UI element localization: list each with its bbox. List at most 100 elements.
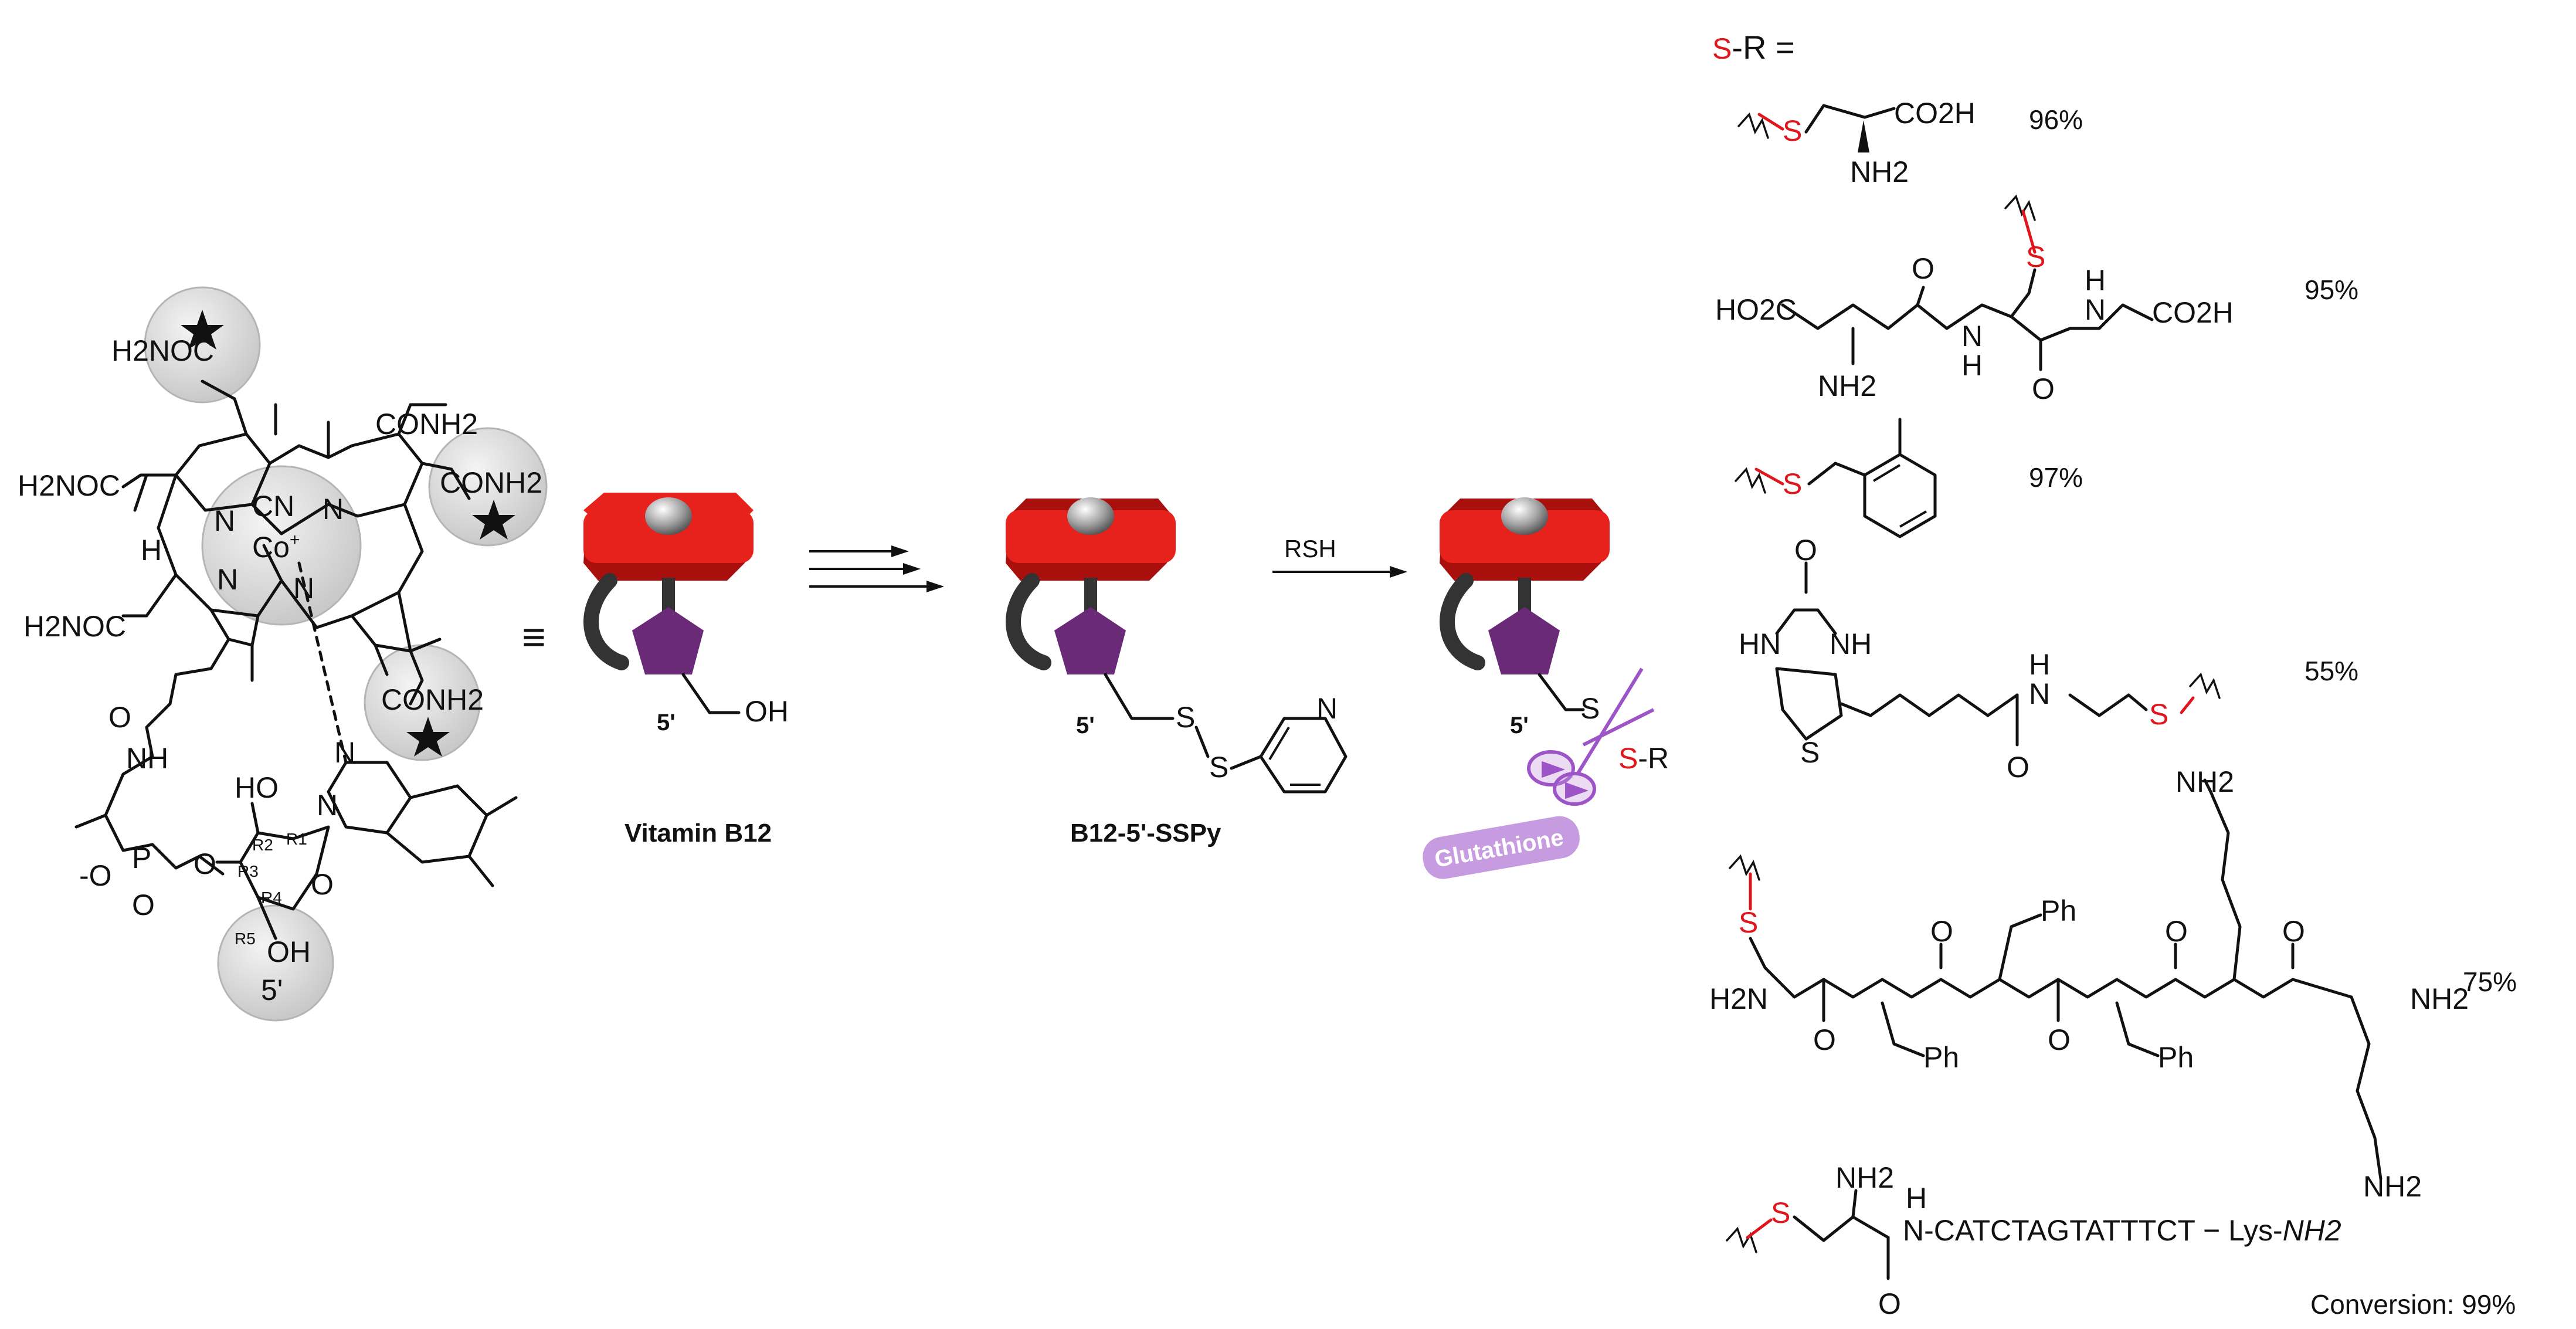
- amide-nh-label: NH: [126, 742, 168, 775]
- peptide-nh2: NH2: [2363, 1170, 2422, 1203]
- peptide-o: O: [2048, 1023, 2071, 1056]
- cobalt-label: Co+: [252, 530, 300, 564]
- gsh-h: H: [2085, 264, 2106, 297]
- highlight-sphere: [428, 427, 548, 547]
- biotin-o: O: [1794, 534, 1817, 567]
- r-label: R1: [286, 830, 307, 848]
- pna-h: H: [1906, 1182, 1927, 1215]
- ribose-ho: HO: [235, 771, 279, 804]
- cbl-label: H2NOC: [18, 469, 120, 502]
- cys-amine: NH2: [1850, 155, 1909, 188]
- cys-s: S: [1783, 114, 1802, 147]
- pna-o: O: [1878, 1287, 1901, 1320]
- bzim-n: N: [317, 789, 338, 822]
- ribose-pentagon: [632, 607, 704, 674]
- conversion-label: Conversion: 99%: [2310, 1289, 2516, 1320]
- glutathione-tag: Glutathione: [1423, 816, 1580, 879]
- sulfur-label: S: [1580, 692, 1600, 725]
- r-label: R3: [237, 862, 259, 880]
- r-label: R4: [261, 889, 282, 907]
- h-label: H: [141, 534, 162, 567]
- star-icon: [406, 717, 450, 757]
- thiol-entry-pna: S NH2 H O N-CATCTAGTATTTCT − Lys-NH2 Con…: [1726, 1161, 2516, 1320]
- thiol-yield: 97%: [2029, 462, 2083, 493]
- peptide-h2n: H2N: [1709, 982, 1768, 1015]
- biotin-n: N: [2029, 677, 2050, 710]
- vitamin-b12-cartoon: 5' OH Vitamin B12: [583, 493, 789, 847]
- peptide-ph: Ph: [2158, 1041, 2194, 1074]
- ring-n-label: N: [323, 493, 344, 526]
- peptide-o: O: [1813, 1023, 1836, 1056]
- glutathione-cleavage-cartoon: 5' S S-R Glutathione: [1423, 497, 1669, 879]
- pna-chain: N-CATCTAGTATTTCT − Lys-NH2: [1903, 1214, 2341, 1247]
- cbl-label: H2NOC: [111, 334, 214, 367]
- r-label: R5: [235, 930, 256, 948]
- thiol-yield: 96%: [2029, 104, 2083, 135]
- star-icon: [181, 310, 224, 350]
- gsh-o: O: [1912, 252, 1934, 285]
- ribose-pentagon: [1054, 607, 1126, 674]
- b12-sspy-caption: B12-5'-SSPy: [1070, 819, 1221, 847]
- gsh-acid-left: HO2C: [1715, 293, 1797, 326]
- thiol-entry-peptide: S H2N Ph Ph Ph NH2 NH2 NH2 O O O O O 75%: [1709, 765, 2517, 1203]
- peptide-o: O: [2165, 915, 2188, 948]
- highlight-sphere: [217, 904, 334, 1022]
- scissors-icon: [1527, 667, 1655, 806]
- thiol-entry-glutathione: S HO2C CO2H NH2 N H N H O O 95%: [1715, 194, 2358, 405]
- cbl-label: H2NOC: [23, 610, 126, 643]
- sulfur-label: S: [1176, 701, 1195, 734]
- gsh-n: N: [2085, 293, 2106, 326]
- r-label: R2: [252, 836, 273, 854]
- peptide-o: O: [1930, 915, 1953, 948]
- thiol-yield: 75%: [2463, 967, 2517, 997]
- peptide-nh2: NH2: [2410, 982, 2469, 1015]
- thiol-table: S-R = S CO2H NH2 96% S HO2C CO2H NH2 N: [1709, 29, 2517, 1320]
- biotin-hn: HN: [1739, 628, 1781, 660]
- b12-sspy-cartoon: 5' S S N B12-5'-SSPy: [1006, 497, 1348, 847]
- five-prime-label: 5': [657, 710, 676, 735]
- ribose-oh: OH: [267, 935, 311, 968]
- five-prime-label: 5': [261, 974, 283, 1006]
- cobalamin-structure: H2NOC H2NOC H2NOC CONH2 CONH2 CONH2 Co+ …: [18, 286, 548, 1022]
- thiol-yield: 95%: [2305, 274, 2358, 305]
- amide-o-label: O: [108, 701, 131, 734]
- gsh-acid-right: CO2H: [2152, 296, 2234, 329]
- sr-label: S-R: [1618, 742, 1669, 775]
- cys-acid: CO2H: [1894, 97, 1976, 130]
- biotin-h: H: [2029, 648, 2050, 681]
- gsh-n: N: [1961, 320, 1983, 352]
- thiol-header: S-R =: [1712, 29, 1795, 66]
- phosphate-o: O: [194, 847, 216, 880]
- gsh-h: H: [1961, 349, 1983, 382]
- five-prime-label: 5': [1510, 713, 1529, 738]
- sulfur-label: S: [1209, 751, 1228, 784]
- cbl-label: CONH2: [375, 408, 478, 440]
- peptide-ph: Ph: [1923, 1041, 1959, 1074]
- phosphate-o-minus: -O: [79, 859, 112, 892]
- thiol-entry-cysteine: S CO2H NH2 96%: [1737, 97, 2083, 188]
- rsh-arrow: RSH: [1272, 535, 1407, 578]
- biotin-o: O: [2007, 751, 2029, 784]
- pyridine-n-label: N: [1316, 692, 1338, 725]
- ring-n-label: N: [214, 504, 235, 537]
- equivalence-sign: ≡: [522, 614, 546, 660]
- pna-nh2: NH2: [1835, 1161, 1894, 1194]
- peptide-ph: Ph: [2041, 894, 2076, 927]
- reagent-label: RSH: [1284, 535, 1336, 562]
- phosphate-o: O: [132, 889, 155, 921]
- cbl-label: CONH2: [440, 466, 542, 499]
- hydroxyl-label: OH: [745, 695, 789, 728]
- peptide-nh2: NH2: [2175, 765, 2234, 798]
- ribose-pentagon: [1488, 607, 1560, 674]
- thiol-entry-methylbenzyl: S 97%: [1735, 418, 2083, 538]
- ring-n-label: N: [217, 563, 238, 596]
- thiol-yield: 55%: [2305, 656, 2358, 686]
- pna-s: S: [1771, 1196, 1790, 1229]
- biotin-ring-s: S: [1800, 736, 1820, 769]
- five-prime-label: 5': [1076, 713, 1095, 738]
- peptide-o: O: [2282, 915, 2305, 948]
- biotin-s: S: [2149, 698, 2168, 731]
- multistep-arrows: [809, 545, 944, 592]
- gsh-s: S: [2026, 240, 2045, 273]
